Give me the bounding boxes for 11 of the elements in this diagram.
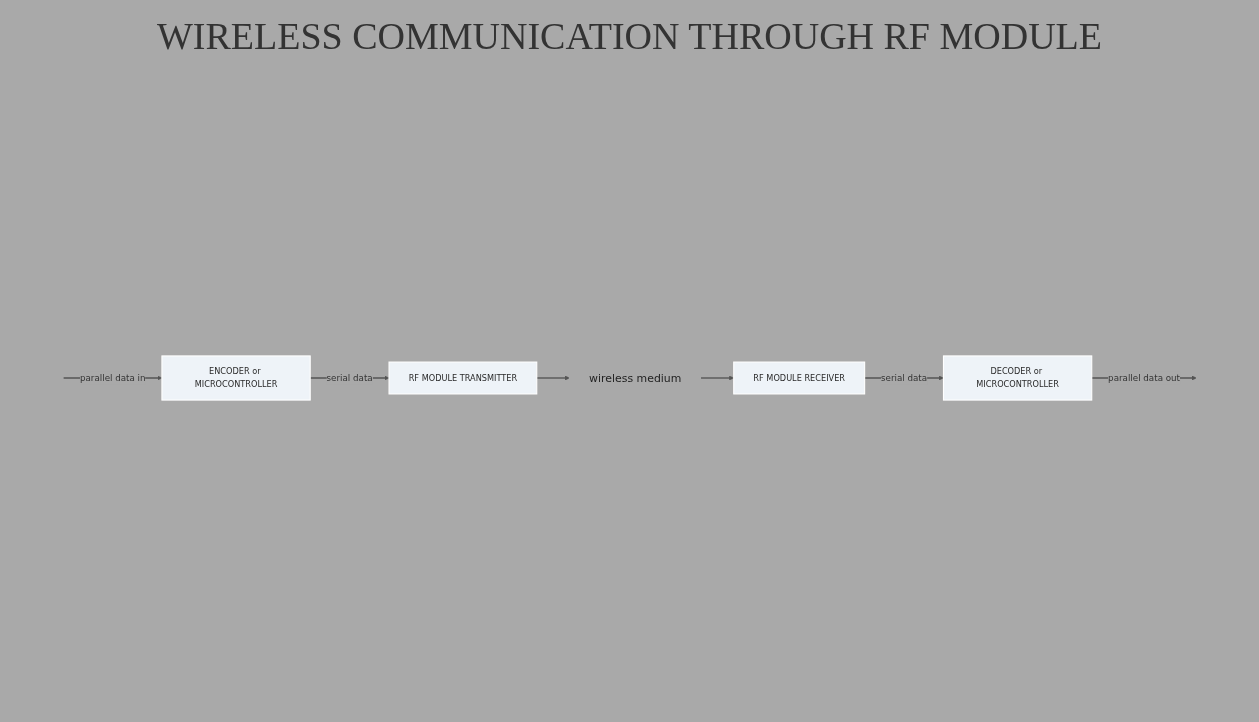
edge-label: parallel data in [79, 372, 146, 383]
node-box: DECODER or MICROCONTROLLER [942, 355, 1092, 401]
node-box: RF MODULE RECEIVER [732, 361, 865, 395]
diagram-title: WIRELESS COMMUNICATION THROUGH RF MODULE [155, 14, 1104, 58]
edge-label: parallel data out [1107, 372, 1180, 383]
edge-label: serial data [880, 372, 927, 383]
edge-label: serial data [326, 372, 373, 383]
node-box: ENCODER or MICROCONTROLLER [160, 355, 311, 401]
arrow [699, 375, 734, 381]
node-text: wireless medium [588, 371, 681, 385]
node-box: RF MODULE TRANSMITTER [388, 361, 537, 395]
